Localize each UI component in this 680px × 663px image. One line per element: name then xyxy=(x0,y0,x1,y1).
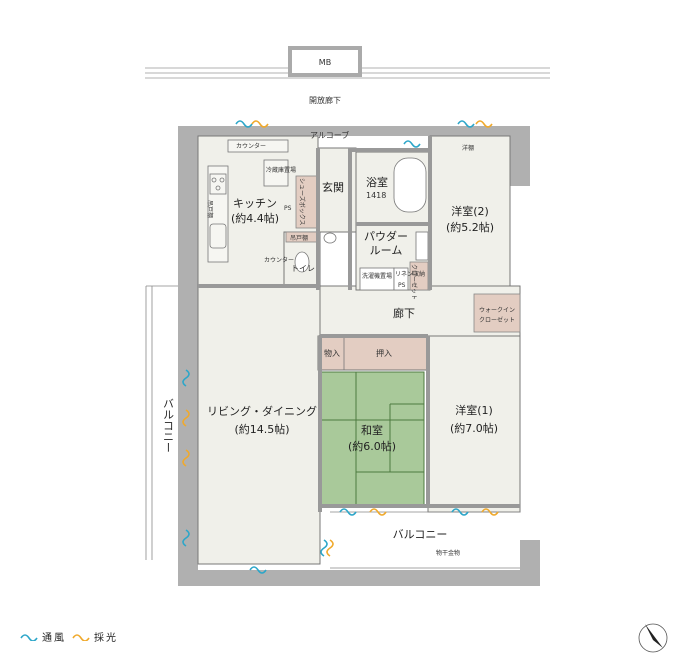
open-corridor-label: 開放廊下 xyxy=(309,95,341,105)
outer-walls xyxy=(178,126,540,586)
western2-area: (約5.2帖) xyxy=(446,220,494,234)
legend-daylight: 採光 xyxy=(72,629,118,644)
alcove-label: アルコーブ xyxy=(310,130,349,140)
wic-label: ウォークイン xyxy=(479,306,515,314)
bottom-balcony-label: バルコニー xyxy=(393,528,448,541)
bath-label: 浴室 xyxy=(366,175,388,189)
kitchen-area: (約4.4帖) xyxy=(231,211,279,225)
wic-label-2: クローゼット xyxy=(479,316,515,324)
legend: 通風 採光 xyxy=(20,629,118,644)
kitchen-fixtures xyxy=(207,139,289,263)
ldk-area: (約14.5帖) xyxy=(234,422,289,436)
ps-label-1: PS xyxy=(284,205,292,212)
mb-label: MB xyxy=(319,58,331,67)
hallway-label: 廊下 xyxy=(393,306,415,320)
fridge-label: 冷蔵庫置場 xyxy=(266,166,296,174)
washer-label: 洗濯機置場 xyxy=(362,272,392,280)
light-icon xyxy=(72,633,90,641)
wind-icon xyxy=(20,633,38,641)
kitchen-counter-label: カウンター xyxy=(236,142,266,150)
bottom-balcony xyxy=(330,511,520,569)
legend-ventilation: 通風 xyxy=(20,629,66,644)
toilet-label: トイレ xyxy=(291,264,315,273)
shoes-box-label: シューズボックス xyxy=(298,178,306,226)
storage-label: 物入 xyxy=(324,348,340,358)
shelf-label: 洋棚 xyxy=(462,144,474,152)
western1-area: (約7.0帖) xyxy=(450,421,498,435)
ps-label-2: PS xyxy=(398,282,406,289)
drying-label: 物干金物 xyxy=(436,549,460,557)
cupboard-label: 吊戸棚 xyxy=(206,200,214,218)
left-balcony xyxy=(145,285,178,560)
western2-label: 洋室(2) xyxy=(451,204,489,218)
north-arrow-icon xyxy=(638,623,668,653)
ldk-label: リビング・ダイニング xyxy=(207,404,317,418)
closet-small-label: クローゼット xyxy=(410,264,418,300)
bath-size: 1418 xyxy=(366,191,386,200)
airflow-markers xyxy=(182,120,499,574)
powder-label-2: ルーム xyxy=(370,244,403,257)
side-balcony-label: バルコニー xyxy=(162,398,175,453)
genkan-label: 玄関 xyxy=(322,180,344,194)
kitchen-label: キッチン xyxy=(233,197,277,210)
bath-fixtures xyxy=(294,157,429,291)
western1-label: 洋室(1) xyxy=(455,403,493,417)
washitsu-area: (約6.0帖) xyxy=(348,439,396,453)
powder-label: パウダー xyxy=(364,229,408,243)
washitsu-label: 和室 xyxy=(361,423,383,437)
toilet-counter-label: カウンター xyxy=(264,256,294,264)
legend-daylight-label: 採光 xyxy=(94,633,118,644)
interior-walls xyxy=(198,136,520,512)
legend-ventilation-label: 通風 xyxy=(42,633,66,644)
oshiire-label: 押入 xyxy=(376,348,392,358)
toilet-shelf-label: 吊戸棚 xyxy=(290,234,308,242)
mb-box xyxy=(288,46,362,77)
tatami-room xyxy=(319,371,425,507)
linen-label: リネン収納 xyxy=(395,270,425,278)
